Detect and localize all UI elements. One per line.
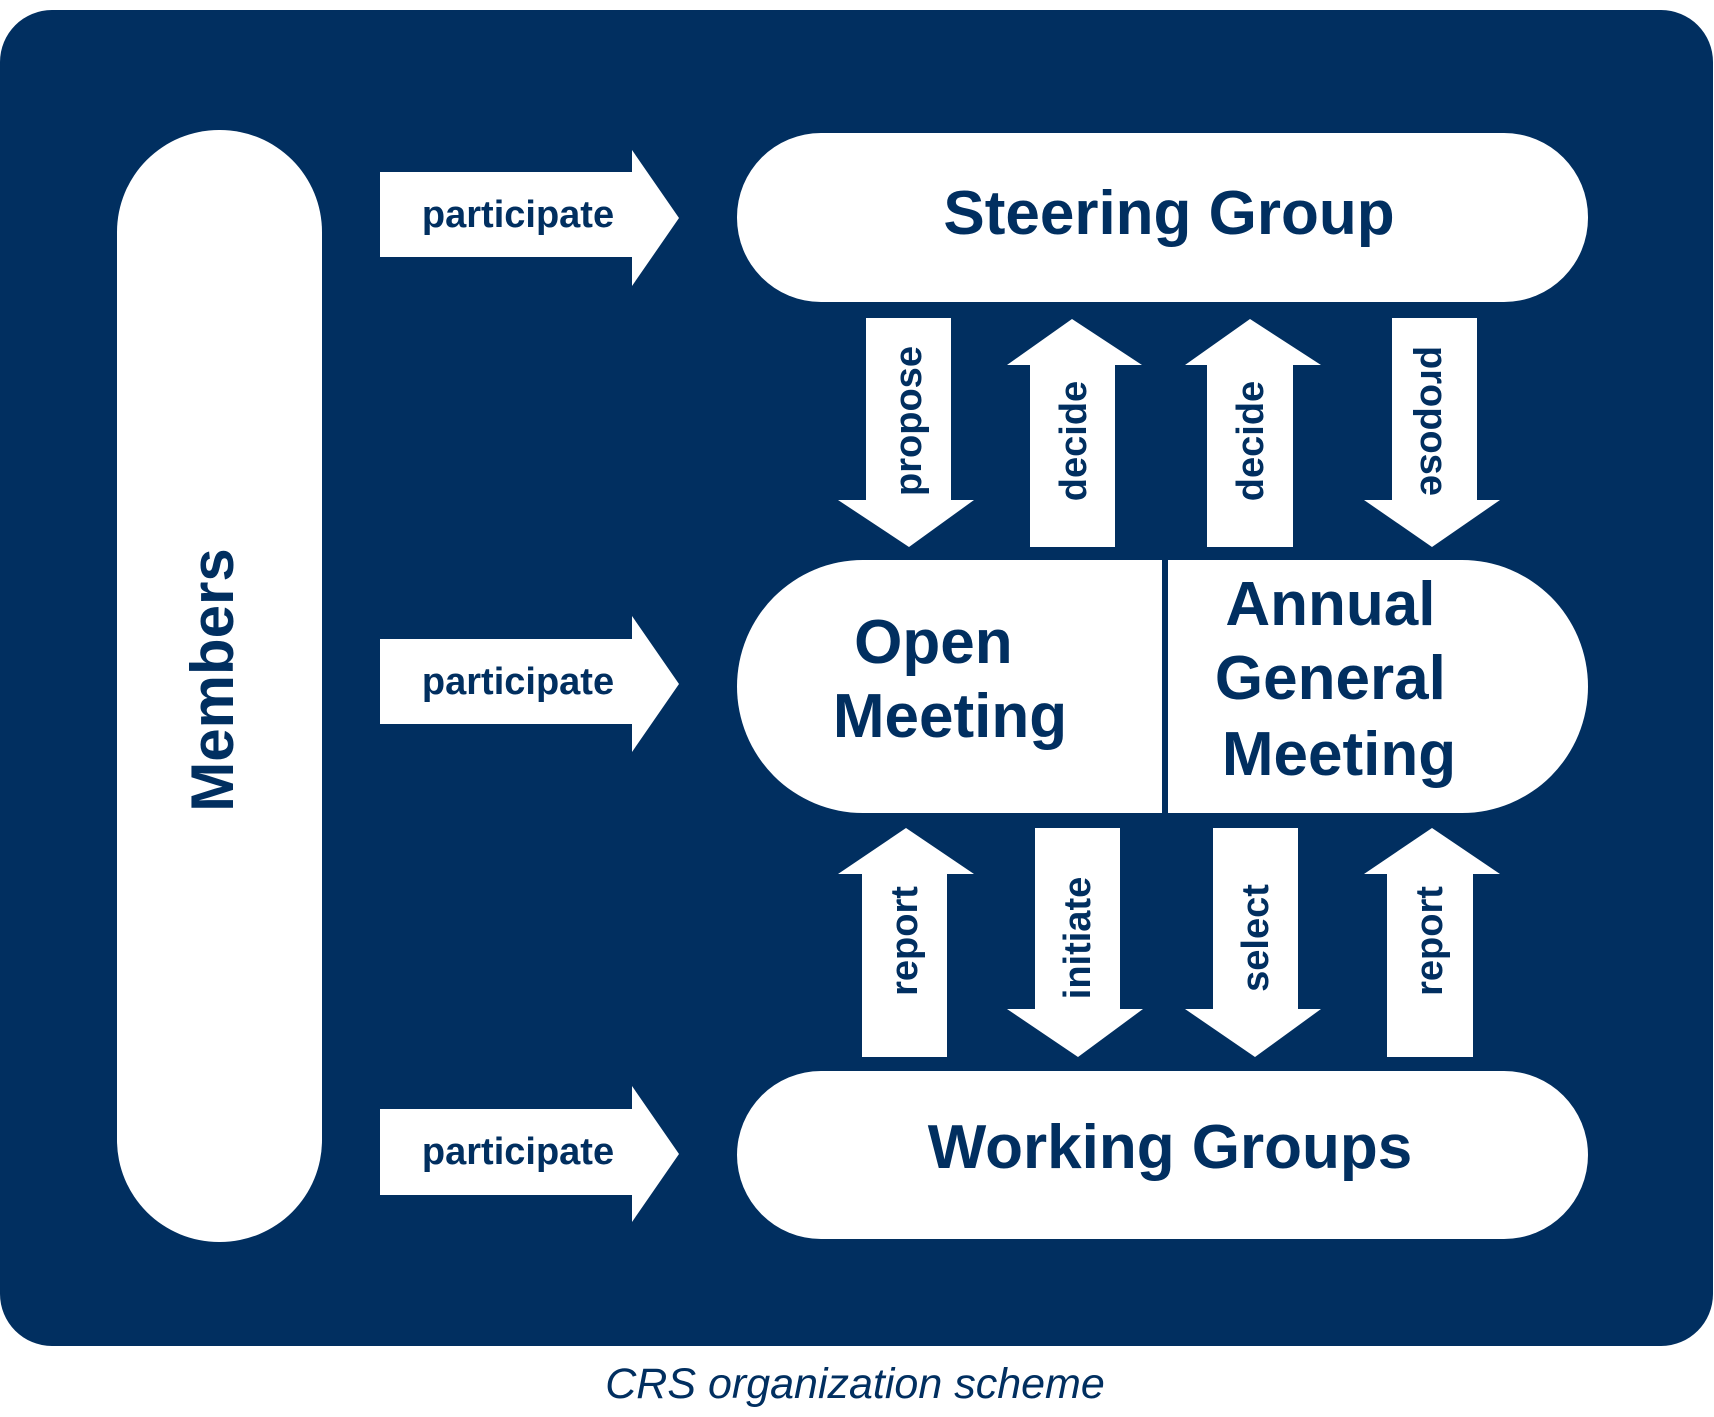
arrow-report-right-shape — [1364, 828, 1500, 1057]
arrow-participate-working-label: participate — [422, 1131, 614, 1173]
arrow-initiate-shape — [1007, 828, 1143, 1057]
arrow-propose-left-shape — [838, 318, 974, 547]
arrow-decide-right-label: decide — [1230, 381, 1272, 501]
arrow-select: select — [1185, 828, 1321, 1057]
arrow-propose-right: propose — [1364, 318, 1500, 547]
arrow-participate-working-shape — [380, 1086, 679, 1222]
figure-caption: CRS organization scheme — [605, 1360, 1105, 1408]
node-members: Members — [117, 130, 322, 1242]
members-label: Members — [179, 548, 246, 811]
arrow-select-shape — [1185, 828, 1321, 1057]
annual-general-meeting-label: Annual General Meeting — [1215, 570, 1463, 789]
arrow-propose-right-shape — [1364, 318, 1500, 547]
arrow-participate-steering: participate — [380, 150, 679, 286]
arrow-participate-meetings-label: participate — [422, 661, 614, 703]
arrow-initiate-label: initiate — [1057, 877, 1099, 999]
arrow-propose-left-label: propose — [888, 346, 930, 496]
arrow-select-label: select — [1235, 884, 1277, 992]
steering-group-label: Steering Group — [943, 179, 1394, 248]
open-meeting-line-2: Meeting — [833, 682, 1067, 751]
working-groups-label: Working Groups — [928, 1113, 1413, 1182]
arrow-report-left-label: report — [884, 886, 926, 996]
agm-line-3: Meeting — [1222, 720, 1456, 789]
arrow-decide-right-shape — [1185, 319, 1321, 547]
annual-general-meeting-shape — [1168, 560, 1589, 813]
steering-group-shape — [737, 133, 1588, 302]
node-working-groups: Working Groups — [737, 1071, 1588, 1239]
agm-line-1: Annual — [1225, 570, 1435, 639]
open-meeting-line-1: Open — [854, 608, 1012, 677]
agm-line-2: General — [1215, 644, 1446, 713]
arrow-initiate: initiate — [1007, 828, 1143, 1057]
arrow-decide-right: decide — [1185, 319, 1321, 547]
open-meeting-label: Open Meeting — [833, 608, 1067, 751]
arrow-report-left: report — [838, 828, 974, 1057]
node-open-meeting: Open Meeting — [737, 560, 1162, 813]
arrow-participate-meetings-shape — [380, 616, 679, 752]
arrow-decide-left-shape — [1007, 319, 1142, 547]
arrow-decide-left-label: decide — [1053, 381, 1095, 501]
arrow-decide-left: decide — [1007, 319, 1142, 547]
node-steering-group: Steering Group — [737, 133, 1588, 302]
node-annual-general-meeting: Annual General Meeting — [1168, 560, 1589, 813]
arrow-propose-right-label: propose — [1412, 346, 1454, 496]
arrow-propose-left: propose — [838, 318, 974, 547]
working-groups-shape — [737, 1071, 1588, 1239]
arrow-participate-steering-shape — [380, 150, 679, 286]
arrow-participate-meetings: participate — [380, 616, 679, 752]
arrow-participate-steering-label: participate — [422, 194, 614, 236]
open-meeting-shape — [737, 560, 1162, 813]
arrow-report-left-shape — [838, 828, 974, 1057]
members-shape — [117, 130, 322, 1242]
arrow-participate-working: participate — [380, 1086, 679, 1222]
arrow-report-right: report — [1364, 828, 1500, 1057]
arrow-report-right-label: report — [1409, 886, 1451, 996]
